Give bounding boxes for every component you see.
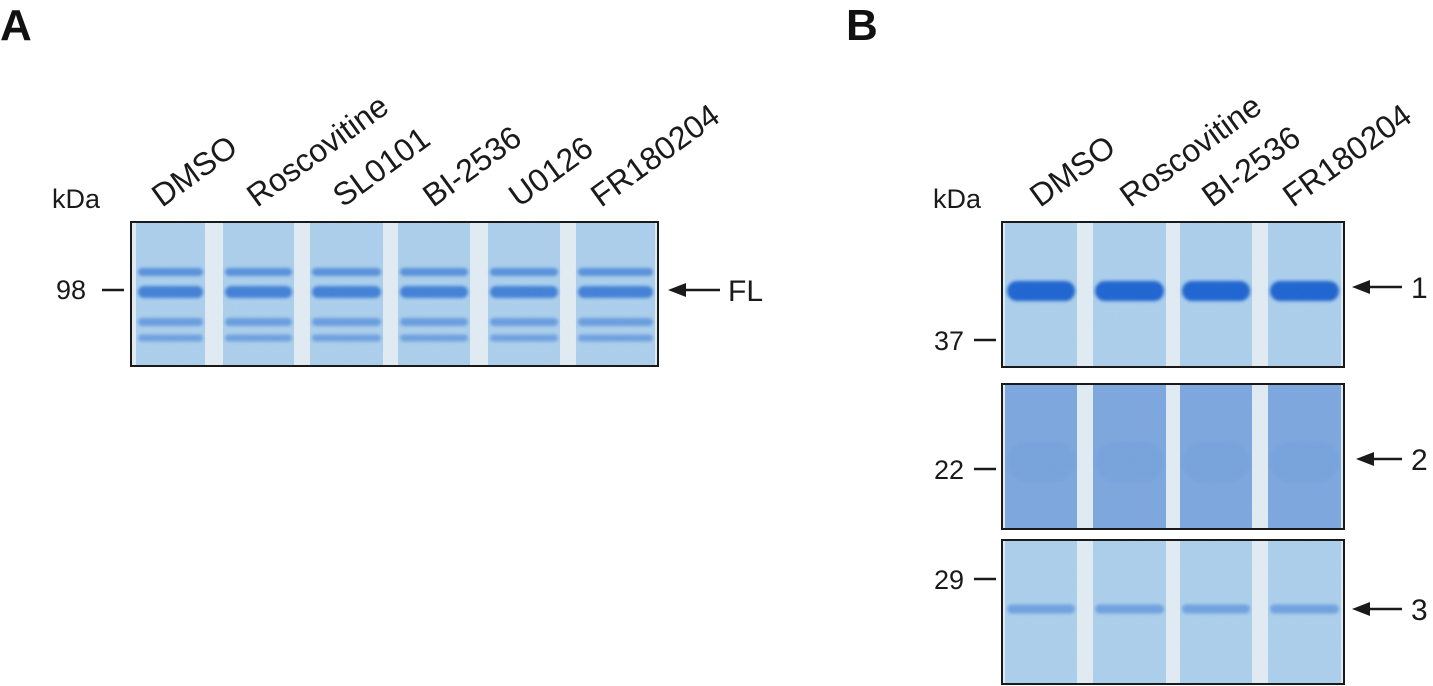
band-2-label: 2 (1411, 444, 1428, 477)
panel-a-marker-98: 98 (56, 275, 124, 305)
panel-a-kda-label: kDa (52, 184, 101, 214)
band-1-label: 1 (1411, 272, 1428, 305)
panel-b-gel-3-texture (1002, 540, 1344, 684)
panel-b-marker-37: 37 (934, 326, 996, 356)
panel-a-gel-texture (131, 222, 658, 366)
panel-b-gel-1-frame (1001, 221, 1345, 368)
marker-22-label: 22 (934, 455, 964, 485)
lane-label-dmso: DMSO (145, 128, 244, 214)
panel-b-kda-label: kDa (933, 184, 982, 214)
marker-98-label: 98 (56, 275, 86, 305)
lane-label-bi-2536: BI-2536 (416, 119, 528, 214)
panel-b-band-2-annotation: 2 (1356, 444, 1428, 477)
panel-b-band-1-annotation: 1 (1352, 272, 1428, 305)
panel-b-marker-29: 29 (934, 565, 996, 595)
marker-37-label: 37 (934, 326, 964, 356)
fl-arrow-head (668, 283, 686, 297)
panel-b-marker-22: 22 (934, 455, 996, 485)
panel-a-lane-labels: DMSO Roscovitine SL0101 BI-2536 U0126 FR… (145, 87, 726, 213)
band-3-label: 3 (1411, 594, 1428, 627)
lane-label-fr180204: FR180204 (584, 97, 726, 214)
panel-b-gel-3-frame (1001, 539, 1345, 685)
panel-b: B kDa DMSO Roscovitine BI-2536 FR180204 … (846, 1, 1428, 685)
panel-b-gel-2-frame (1001, 383, 1345, 530)
panel-b-gel-1-texture (1002, 222, 1344, 367)
panel-a: A kDa DMSO Roscovitine SL0101 BI-2536 U0… (0, 1, 763, 367)
panel-b-lane-labels: DMSO Roscovitine BI-2536 FR180204 (1023, 87, 1418, 213)
lane-label-fr180204: FR180204 (1276, 97, 1418, 214)
panel-a-gel (130, 221, 659, 367)
panel-b-gel-2-texture (1002, 384, 1344, 529)
fl-label: FL (728, 275, 763, 308)
marker-29-label: 29 (934, 565, 964, 595)
panel-a-gel-frame (130, 221, 659, 367)
lane-label-dmso: DMSO (1023, 128, 1122, 214)
panel-a-fl-annotation: FL (668, 275, 763, 308)
panel-b-band-3-annotation: 3 (1352, 594, 1428, 627)
panel-b-gel-3 (1001, 539, 1345, 685)
panel-b-gel-2 (1001, 383, 1345, 530)
panel-b-gel-1 (1001, 221, 1345, 368)
panel-a-letter: A (0, 1, 32, 50)
band-1-arrow-head (1352, 280, 1370, 294)
panel-b-letter: B (846, 1, 878, 50)
band-2-arrow-head (1356, 452, 1374, 466)
band-3-arrow-head (1352, 602, 1370, 616)
